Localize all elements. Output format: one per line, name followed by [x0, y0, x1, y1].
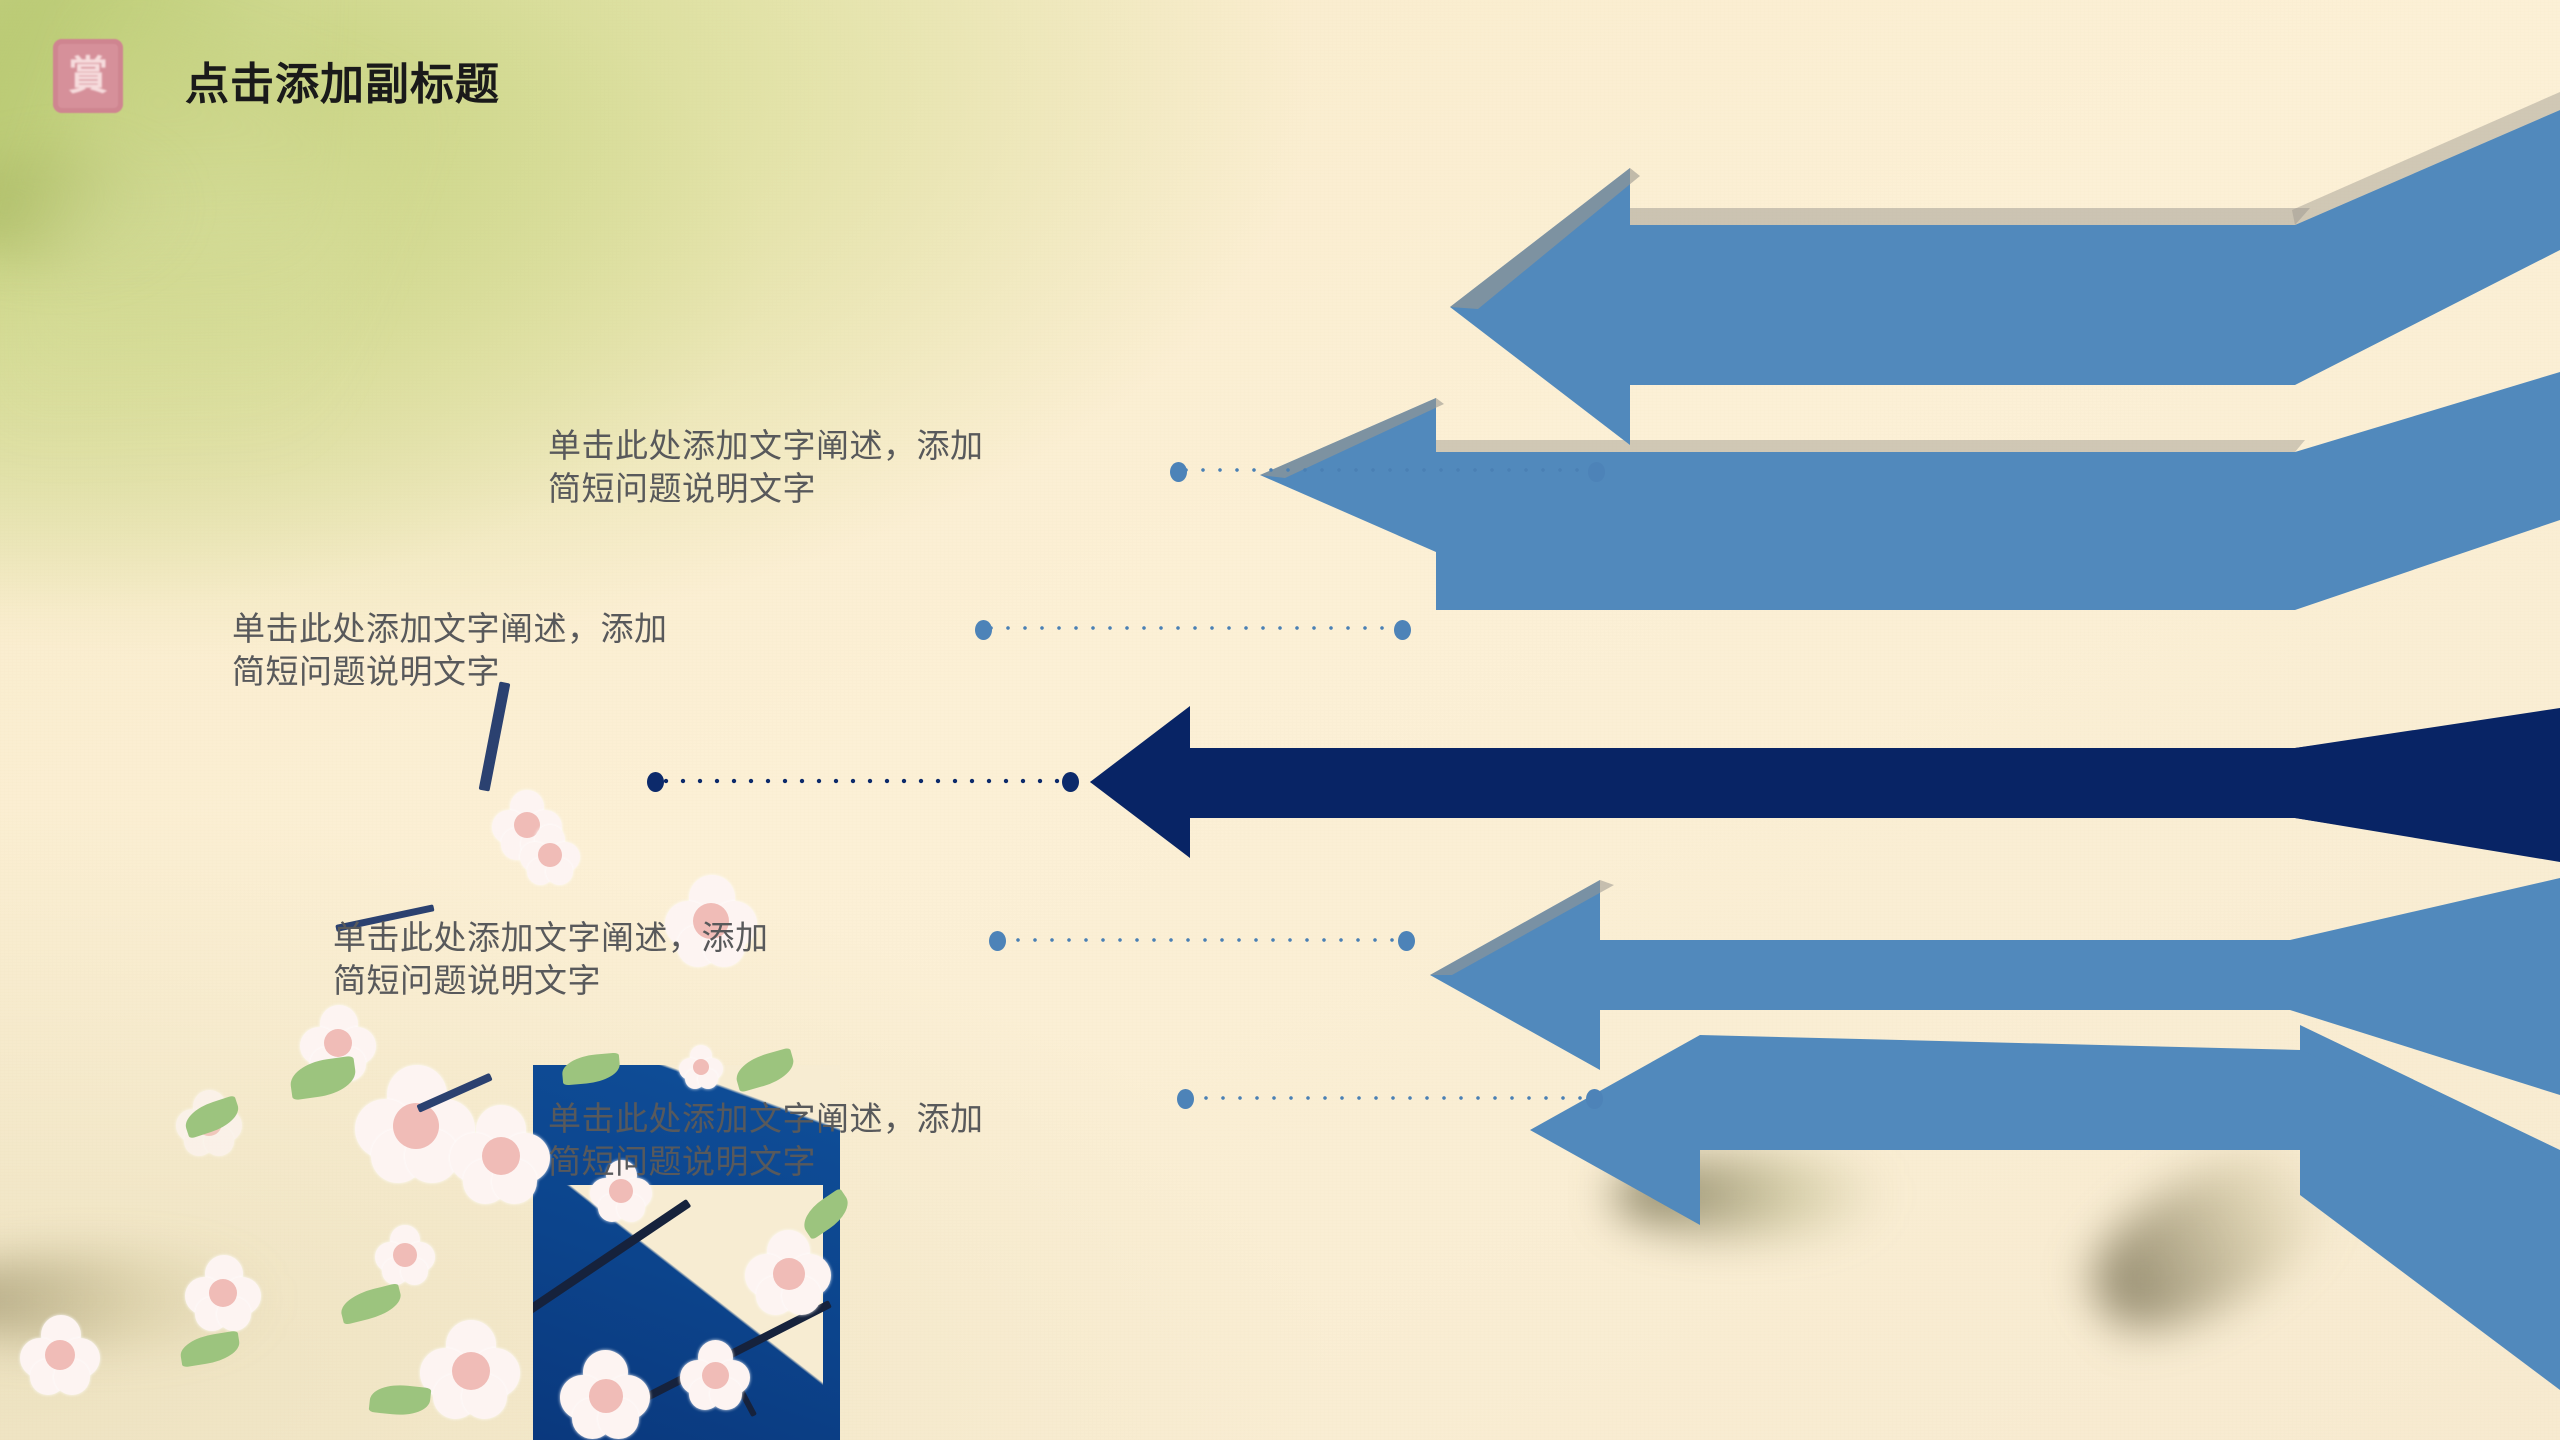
dot-marker-2-left — [975, 620, 992, 640]
dot-marker-4-left — [989, 931, 1006, 951]
red-seal-stamp-icon: 賞 — [53, 39, 123, 113]
callout-text-2: 单击此处添加文字阐述，添加 简短问题说明文字 — [232, 610, 668, 690]
dot-marker-1-right — [1588, 462, 1605, 482]
dotted-leader-2 — [985, 625, 1405, 631]
callout-text-1: 单击此处添加文字阐述，添加 简短问题说明文字 — [548, 427, 984, 507]
dotted-leader-1 — [1180, 467, 1600, 473]
dotted-leader-5 — [1188, 1095, 1598, 1101]
dotted-leader-4 — [1000, 937, 1410, 943]
callout-text-5: 单击此处添加文字阐述，添加 简短问题说明文字 — [548, 1100, 984, 1180]
arrow-shape-5 — [1530, 1025, 2560, 1390]
dot-marker-3-right — [1062, 772, 1079, 792]
page-title: 点击添加副标题 — [185, 60, 500, 109]
dotted-leader-3 — [660, 778, 1080, 784]
dot-marker-5-right — [1586, 1089, 1603, 1109]
dot-marker-1-left — [1170, 462, 1187, 482]
arrow-shape-4 — [1430, 878, 2560, 1095]
callout-text-4: 单击此处添加文字阐述，添加 简短问题说明文字 — [333, 919, 769, 999]
arrow-shape-3-emphasis — [1090, 706, 2560, 862]
dot-marker-3-left — [647, 772, 664, 792]
dot-marker-5-left — [1177, 1089, 1194, 1109]
blue-water-wave-shape — [533, 1185, 823, 1440]
dot-marker-2-right — [1394, 620, 1411, 640]
dot-marker-4-right — [1398, 931, 1415, 951]
arrow-shape-1 — [1450, 92, 2560, 445]
arrow-shape-2 — [1260, 372, 2560, 610]
seal-glyph: 賞 — [68, 52, 108, 99]
